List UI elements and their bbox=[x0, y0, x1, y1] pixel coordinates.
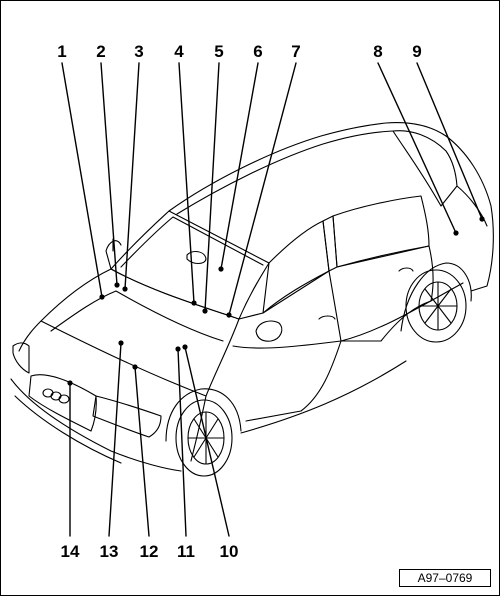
car-front-door bbox=[238, 270, 342, 422]
car-rear-door bbox=[336, 245, 434, 342]
callout-7: 7 bbox=[291, 42, 300, 61]
point-6 bbox=[218, 266, 224, 272]
callout-4: 4 bbox=[174, 42, 184, 61]
callout-points bbox=[67, 216, 485, 386]
point-8 bbox=[453, 230, 459, 236]
callout-3: 3 bbox=[134, 42, 143, 61]
car-sill bbox=[240, 360, 407, 434]
point-9 bbox=[479, 216, 485, 222]
car-rear-light bbox=[456, 185, 488, 227]
car-door-handle-rear bbox=[398, 267, 414, 272]
callout-5: 5 bbox=[214, 42, 223, 61]
callout-11: 11 bbox=[177, 542, 195, 561]
callout-1: 1 bbox=[57, 42, 66, 61]
point-3 bbox=[122, 286, 128, 292]
callout-14: 14 bbox=[61, 542, 80, 561]
point-7 bbox=[226, 312, 232, 318]
car-front-wheel bbox=[175, 399, 233, 477]
car-b-pillar bbox=[322, 215, 338, 272]
car-hood bbox=[40, 268, 240, 397]
point-13 bbox=[118, 340, 124, 346]
point-12 bbox=[132, 364, 138, 370]
callout-10: 10 bbox=[220, 542, 239, 561]
car-front-wheel-arch bbox=[165, 388, 242, 442]
car-roof bbox=[168, 122, 447, 212]
figure-reference-code: A97–0769 bbox=[399, 569, 491, 587]
car-side-mirror bbox=[255, 320, 283, 342]
car-windshield-inner bbox=[120, 216, 264, 268]
car-audi-rings bbox=[42, 388, 70, 404]
car-hood-crease bbox=[50, 290, 224, 342]
car-body-side bbox=[232, 282, 464, 349]
car-front-fascia bbox=[18, 320, 207, 462]
car-front-side-window bbox=[262, 220, 330, 314]
car-rear-side-window bbox=[332, 195, 430, 268]
car-rear-end bbox=[445, 135, 494, 292]
car-a-pillar bbox=[105, 240, 122, 270]
callout-6: 6 bbox=[253, 42, 262, 61]
leader-lines bbox=[61, 62, 483, 537]
car-headlight-left bbox=[12, 342, 30, 374]
callout-8: 8 bbox=[373, 42, 382, 61]
callout-2: 2 bbox=[96, 42, 105, 61]
car-rear-window bbox=[392, 130, 458, 207]
callout-numbers: 1 2 3 4 5 6 7 8 9 10 11 12 13 14 bbox=[57, 42, 421, 561]
point-1 bbox=[99, 294, 105, 300]
callout-13: 13 bbox=[100, 542, 119, 561]
car-headlight-right bbox=[92, 395, 162, 438]
point-11 bbox=[175, 346, 181, 352]
callout-12: 12 bbox=[140, 542, 159, 561]
car-illustration bbox=[10, 122, 494, 477]
point-5 bbox=[202, 308, 208, 314]
car-door-handle-front bbox=[318, 315, 336, 320]
car-rear-wheel bbox=[405, 269, 467, 343]
point-10 bbox=[182, 344, 188, 350]
point-2 bbox=[114, 282, 120, 288]
callout-9: 9 bbox=[412, 42, 421, 61]
car-roof-inner bbox=[176, 130, 394, 215]
car-rear-wheel-arch bbox=[400, 262, 472, 332]
car-rear-wheel-spokes bbox=[418, 281, 458, 331]
point-14 bbox=[67, 380, 73, 386]
car-rear-mirror bbox=[186, 250, 207, 265]
point-4 bbox=[191, 300, 197, 306]
car-bumper bbox=[10, 378, 182, 472]
car-bumper-lower bbox=[14, 395, 122, 464]
